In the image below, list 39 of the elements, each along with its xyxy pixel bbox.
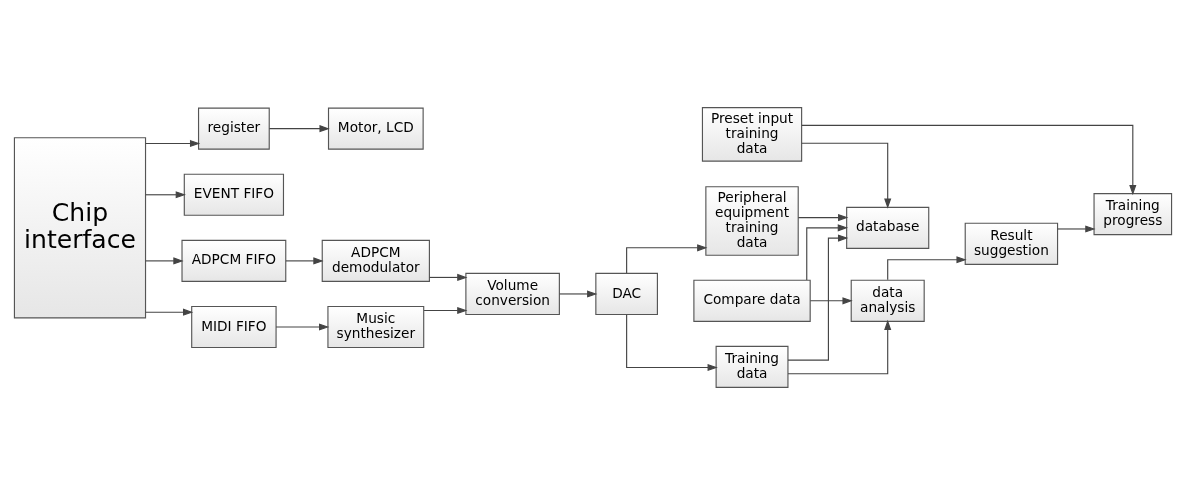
node-box: Chip interface — [13, 137, 147, 319]
node-box: register — [198, 107, 270, 150]
arrow — [275, 323, 330, 331]
node-box: Result suggestion — [964, 222, 1059, 265]
node-box: data analysis — [850, 279, 925, 322]
arrow — [268, 125, 330, 133]
node-box: ADPCM FIFO — [181, 239, 287, 282]
arrow — [145, 308, 194, 316]
node-box: Peripheral equipment training data — [705, 186, 799, 256]
node-box: Training data — [715, 345, 789, 388]
node-box: database — [846, 206, 930, 249]
arrow — [145, 257, 184, 265]
node-box: Preset input training data — [701, 107, 803, 162]
arrow — [145, 191, 186, 199]
arrow — [787, 234, 849, 361]
node-box: Volume conversion — [465, 272, 560, 316]
arrow — [806, 224, 848, 281]
node-box: EVENT FIFO — [183, 173, 285, 216]
arrow — [626, 244, 708, 274]
arrow — [423, 306, 468, 315]
arrow — [285, 257, 324, 265]
node-box: Music synthesizer — [327, 305, 425, 349]
node-box: MIDI FIFO — [191, 305, 277, 349]
arrow — [559, 290, 598, 298]
arrow — [797, 213, 849, 222]
arrow — [809, 297, 853, 305]
arrow — [801, 142, 892, 209]
arrow — [145, 139, 201, 148]
node-box: Motor, LCD — [327, 107, 424, 150]
arrow — [887, 256, 967, 281]
node-box: ADPCM demodulator — [321, 239, 430, 282]
node-box: DAC — [595, 272, 658, 316]
arrow — [801, 124, 1137, 196]
node-box: Training progress — [1093, 193, 1173, 236]
arrow — [787, 319, 892, 375]
arrow — [626, 314, 718, 372]
node-box: Compare data — [693, 279, 811, 322]
arrow — [1057, 225, 1096, 233]
arrow — [428, 273, 468, 282]
